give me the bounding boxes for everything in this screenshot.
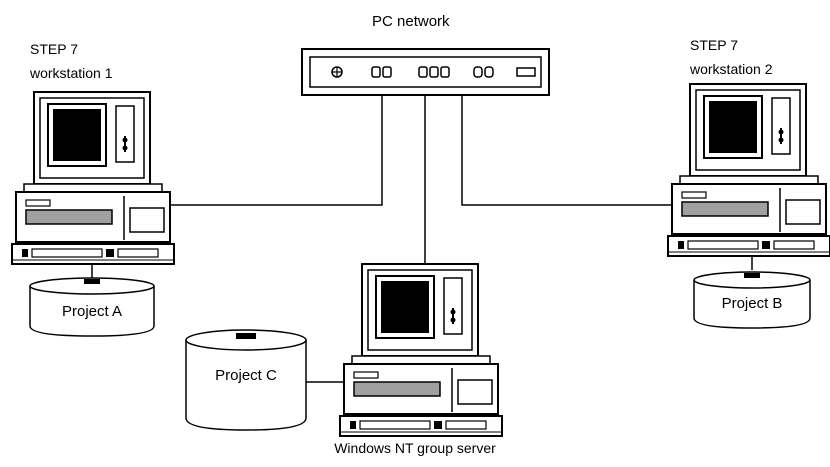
workstation-2: STEP 7 workstation 2 [667,37,830,257]
workstation-2-title: STEP 7 [690,37,738,53]
server-label: Windows NT group server [334,440,496,456]
disk-icon: Project B [693,271,811,329]
workstation-1-title: STEP 7 [30,41,78,57]
network-label: PC network [372,13,450,30]
hub-icon [301,48,550,96]
project-a-label: Project A [62,303,122,320]
workstation-1: STEP 7 workstation 1 [11,41,175,265]
network-connections [91,95,753,383]
computer-icon [339,263,503,437]
computer-icon [11,91,175,265]
project-c-label: Project C [215,367,277,384]
group-server: Windows NT group server [334,263,503,456]
workstation-2-subtitle: workstation 2 [689,61,773,77]
disk-icon: Project A [29,277,155,337]
disk-icon: Project C [185,329,307,431]
link-workstation-1 [167,95,383,206]
workstation-1-subtitle: workstation 1 [29,65,113,81]
link-workstation-2 [461,95,678,206]
project-b-label: Project B [722,295,783,312]
computer-icon [667,83,830,257]
